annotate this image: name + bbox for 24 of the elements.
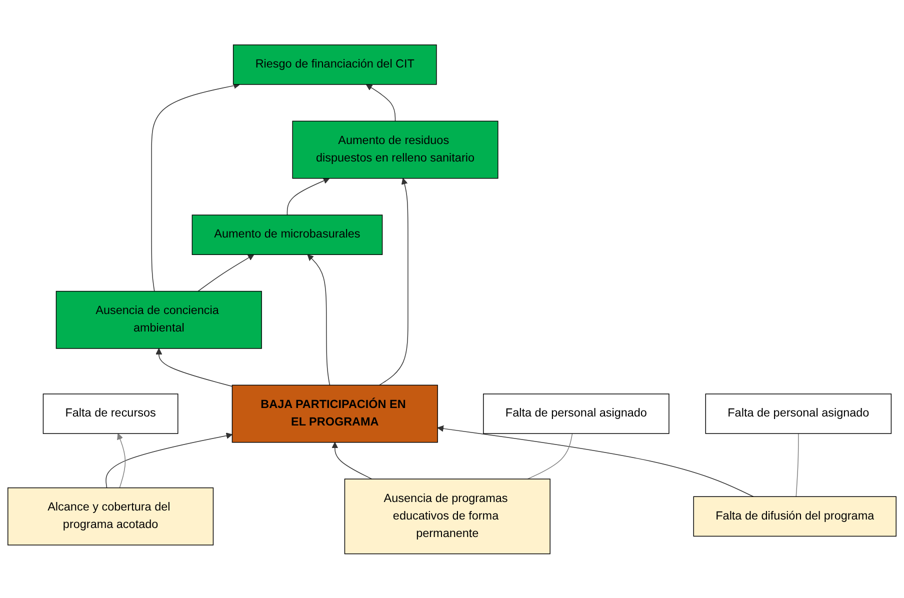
node-box: Ausencia de programas educativos de forma permanente [344,478,550,554]
arrow [198,254,254,292]
node-box: Ausencia de conciencia ambiental [56,290,262,348]
arrow [379,178,408,386]
arrow [151,82,240,292]
arrow [156,348,233,386]
node-box: Riesgo de financiación del CIT [232,44,437,84]
node-box: Falta de personal asignado [483,393,670,434]
arrow [366,84,396,122]
node-box: Aumento de microbasurales [192,214,383,255]
arrow [307,254,330,386]
node-box: Falta de personal asignado [705,393,892,434]
node-box: Falta de recursos [42,393,178,434]
node-box: BAJA PARTICIPACIÓN EN EL PROGRAMA [232,384,438,442]
arrow [332,442,372,480]
connector [796,432,799,497]
node-box: Falta de difusión del programa [693,496,896,536]
connector [527,432,573,480]
arrow [437,425,754,497]
node-box: Alcance y cobertura del programa acotado [8,487,214,546]
node-box: Aumento de residuos dispuestos en relleno sanitario [292,120,498,178]
arrow [106,432,232,488]
arrow [286,177,330,216]
arrow [117,432,126,488]
